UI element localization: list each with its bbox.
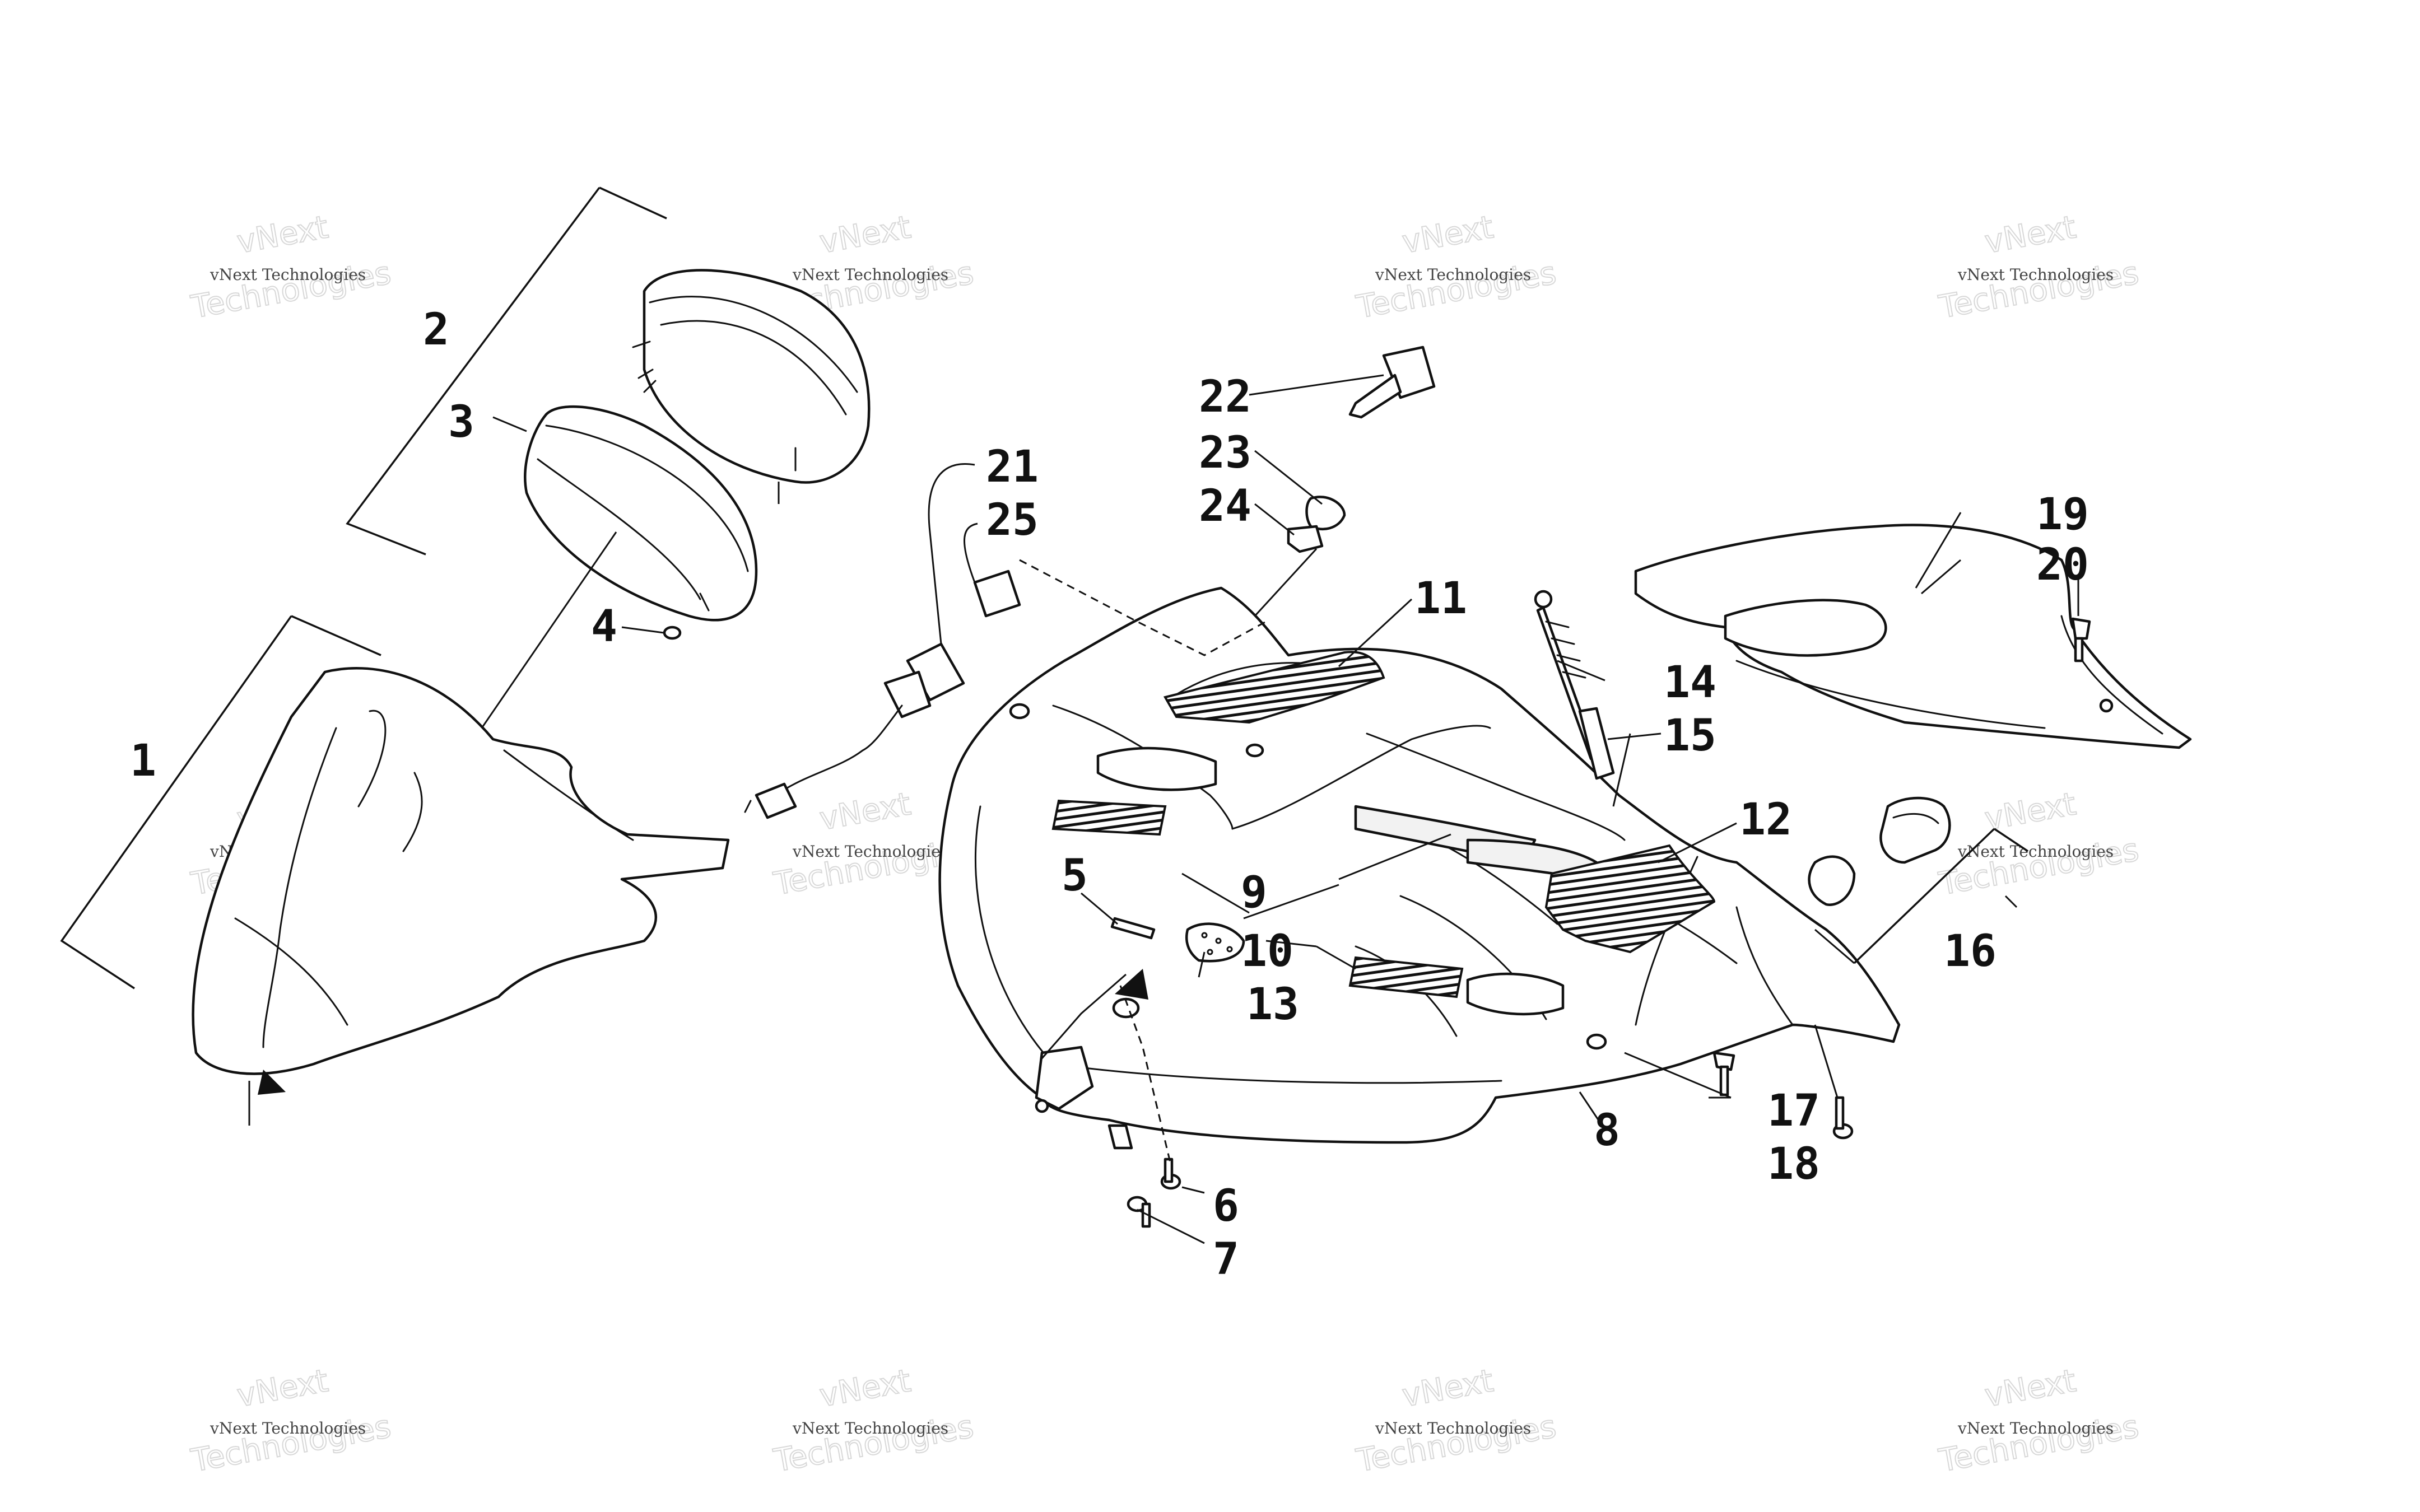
callout-6: 6 bbox=[1213, 1181, 1239, 1231]
svg-text:vNext Technologies: vNext Technologies bbox=[1957, 265, 2114, 284]
part-spacer-15 bbox=[1578, 707, 1615, 780]
part-bezel-23 bbox=[1305, 496, 1346, 531]
part-screw-20 bbox=[2071, 617, 2091, 662]
part-grommet-25 bbox=[973, 570, 1021, 618]
callout-20: 20 bbox=[2036, 540, 2089, 590]
part-mat-upper bbox=[1163, 651, 1385, 724]
callout-labels: 1 2 3 4 5 6 7 8 9 10 11 12 13 14 15 16 1… bbox=[130, 305, 2089, 1285]
part-mat-lower bbox=[1544, 844, 1716, 954]
watermark: vNext Technologies vNext Technologies bbox=[770, 1362, 977, 1480]
part-screw-17 bbox=[1712, 1051, 1735, 1096]
part-nut-24 bbox=[1287, 525, 1324, 553]
part-switch-21 bbox=[744, 642, 965, 819]
svg-text:vNext: vNext bbox=[1399, 1362, 1496, 1414]
callout-17: 17 bbox=[1767, 1086, 1820, 1136]
part-badge-13 bbox=[1185, 922, 1245, 963]
callout-2: 2 bbox=[423, 305, 449, 355]
callout-14: 14 bbox=[1664, 657, 1716, 708]
svg-text:vNext: vNext bbox=[234, 209, 331, 260]
callout-3: 3 bbox=[448, 397, 474, 447]
watermark: vNext Technologies vNext Technologies bbox=[1353, 208, 1560, 326]
callout-4: 4 bbox=[591, 601, 617, 652]
watermark: vNext Technologies vNext Technologies bbox=[1353, 1362, 1560, 1480]
callout-7: 7 bbox=[1213, 1234, 1239, 1285]
svg-text:vNext: vNext bbox=[1399, 209, 1496, 260]
callout-24: 24 bbox=[1199, 481, 1251, 531]
svg-text:vNext Technologies: vNext Technologies bbox=[792, 842, 948, 861]
svg-text:vNext Technologies: vNext Technologies bbox=[1957, 842, 2114, 861]
part-key-22 bbox=[1348, 346, 1436, 419]
callout-25: 25 bbox=[986, 495, 1039, 545]
svg-text:vNext Technologies: vNext Technologies bbox=[210, 1419, 366, 1438]
part-gauge bbox=[632, 269, 871, 484]
callout-8: 8 bbox=[1594, 1105, 1620, 1156]
svg-text:vNext Technologies: vNext Technologies bbox=[792, 265, 948, 284]
part-rear-panel bbox=[1634, 524, 2192, 749]
callout-1: 1 bbox=[130, 736, 156, 786]
watermark: vNext Technologies vNext Technologies bbox=[1935, 785, 2142, 903]
watermark: vNext Technologies vNext Technologies bbox=[1935, 1362, 2142, 1480]
part-hood bbox=[938, 586, 1901, 1150]
svg-text:vNext: vNext bbox=[1982, 209, 2078, 260]
callout-21: 21 bbox=[986, 442, 1039, 492]
part-decal-10 bbox=[1348, 956, 1464, 998]
watermark: vNext Technologies vNext Technologies bbox=[1935, 208, 2142, 326]
svg-text:vNext: vNext bbox=[817, 1362, 913, 1414]
callout-16: 16 bbox=[1944, 926, 1997, 977]
callout-19: 19 bbox=[2036, 489, 2089, 540]
callout-12: 12 bbox=[1739, 795, 1792, 845]
callout-10: 10 bbox=[1241, 926, 1293, 977]
part-screw-7 bbox=[1127, 1196, 1151, 1228]
part-pin-5 bbox=[1110, 917, 1156, 940]
svg-text:vNext: vNext bbox=[817, 209, 913, 260]
svg-text:vNext Technologies: vNext Technologies bbox=[1375, 1419, 1531, 1438]
part-decal-9 bbox=[1051, 799, 1167, 836]
svg-text:vNext: vNext bbox=[1982, 1362, 2078, 1414]
part-windshield bbox=[192, 666, 730, 1126]
watermark: vNext Technologies vNext Technologies bbox=[188, 1362, 394, 1480]
part-screw-6 bbox=[1160, 1158, 1181, 1190]
part-outlet-16 bbox=[1808, 796, 1951, 906]
part-screw-4 bbox=[663, 626, 682, 640]
callout-11: 11 bbox=[1414, 573, 1467, 624]
part-screw-18 bbox=[1832, 1096, 1854, 1140]
svg-text:vNext: vNext bbox=[234, 1362, 331, 1414]
svg-text:vNext Technologies: vNext Technologies bbox=[1375, 265, 1531, 284]
callout-5: 5 bbox=[1062, 851, 1088, 901]
callout-23: 23 bbox=[1199, 428, 1251, 478]
svg-text:vNext Technologies: vNext Technologies bbox=[1957, 1419, 2114, 1438]
callout-22: 22 bbox=[1199, 372, 1251, 422]
callout-13: 13 bbox=[1246, 979, 1299, 1030]
svg-text:vNext Technologies: vNext Technologies bbox=[210, 265, 366, 284]
svg-text:vNext Technologies: vNext Technologies bbox=[792, 1419, 948, 1438]
callout-9: 9 bbox=[1241, 867, 1267, 918]
callout-15: 15 bbox=[1664, 711, 1716, 761]
svg-text:vNext: vNext bbox=[817, 786, 913, 837]
leader-lines bbox=[60, 186, 2079, 1244]
part-bezel bbox=[524, 405, 758, 622]
callout-18: 18 bbox=[1767, 1139, 1820, 1189]
watermark: vNext Technologies vNext Technologies bbox=[188, 208, 394, 326]
